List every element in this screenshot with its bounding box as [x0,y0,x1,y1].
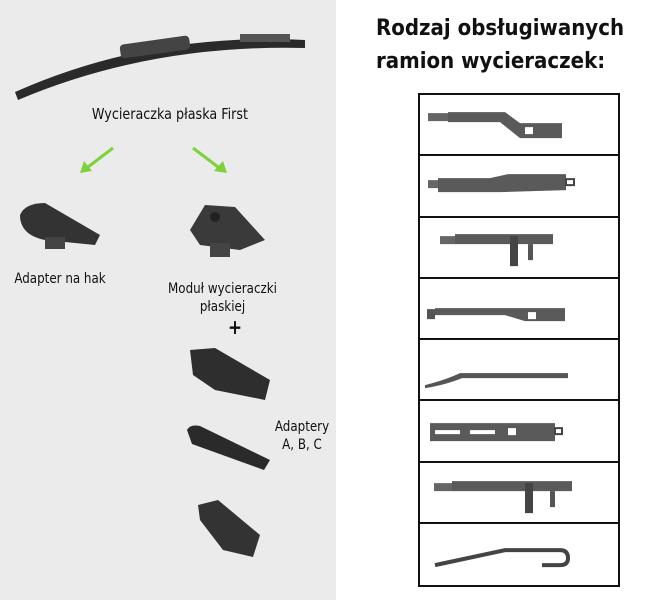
adapter-b-image [187,425,270,470]
pin-arm-image [428,174,575,193]
arrow-left-icon [80,146,114,173]
top-lock-arm-image [427,307,565,321]
arm-type-row [420,401,618,463]
side-pin-arm-image [440,233,553,266]
side-pin-arm-2-image [434,480,572,513]
arm-type-row [420,95,618,157]
arm-types-table [418,93,620,587]
hook-adapter-image [20,203,100,249]
arm-type-row [420,463,618,524]
arrow-right-icon [192,146,227,173]
title-line1: Rodzaj obsługiwanych [376,16,625,41]
title-line2: ramion wycieraczek: [376,49,606,74]
product-components-panel: Wycieraczka płaska First Adapter na hak … [0,0,336,600]
arm-type-row [420,340,618,402]
flat-wiper-module-image [190,205,265,257]
hook-adapter-label: Adapter na hak [14,271,106,287]
arm-type-row [420,524,618,585]
flat-wiper-blade-image [15,34,305,100]
adapters-label-line1: Adaptery [274,419,330,435]
hook-arm-image [434,547,571,567]
adapter-a-image [190,348,270,400]
module-label-line2: płaskiej [199,299,246,315]
module-label-line1: Moduł wycieraczki [168,281,277,297]
arm-type-row [420,218,618,279]
arm-types-title: Rodzaj obsługiwanych ramion wycieraczek: [376,12,624,78]
adapter-c-image [198,500,260,557]
arm-type-row [420,156,618,218]
bayonet-arm-image [428,112,562,139]
plus-sign: + [227,315,243,339]
arm-type-row [420,279,618,340]
adapters-label-line2: A, B, C [282,437,322,453]
blade-label: Wycieraczka płaska First [91,105,249,123]
slotted-arm-image [430,423,563,442]
hook-arm-small-image [425,373,568,389]
